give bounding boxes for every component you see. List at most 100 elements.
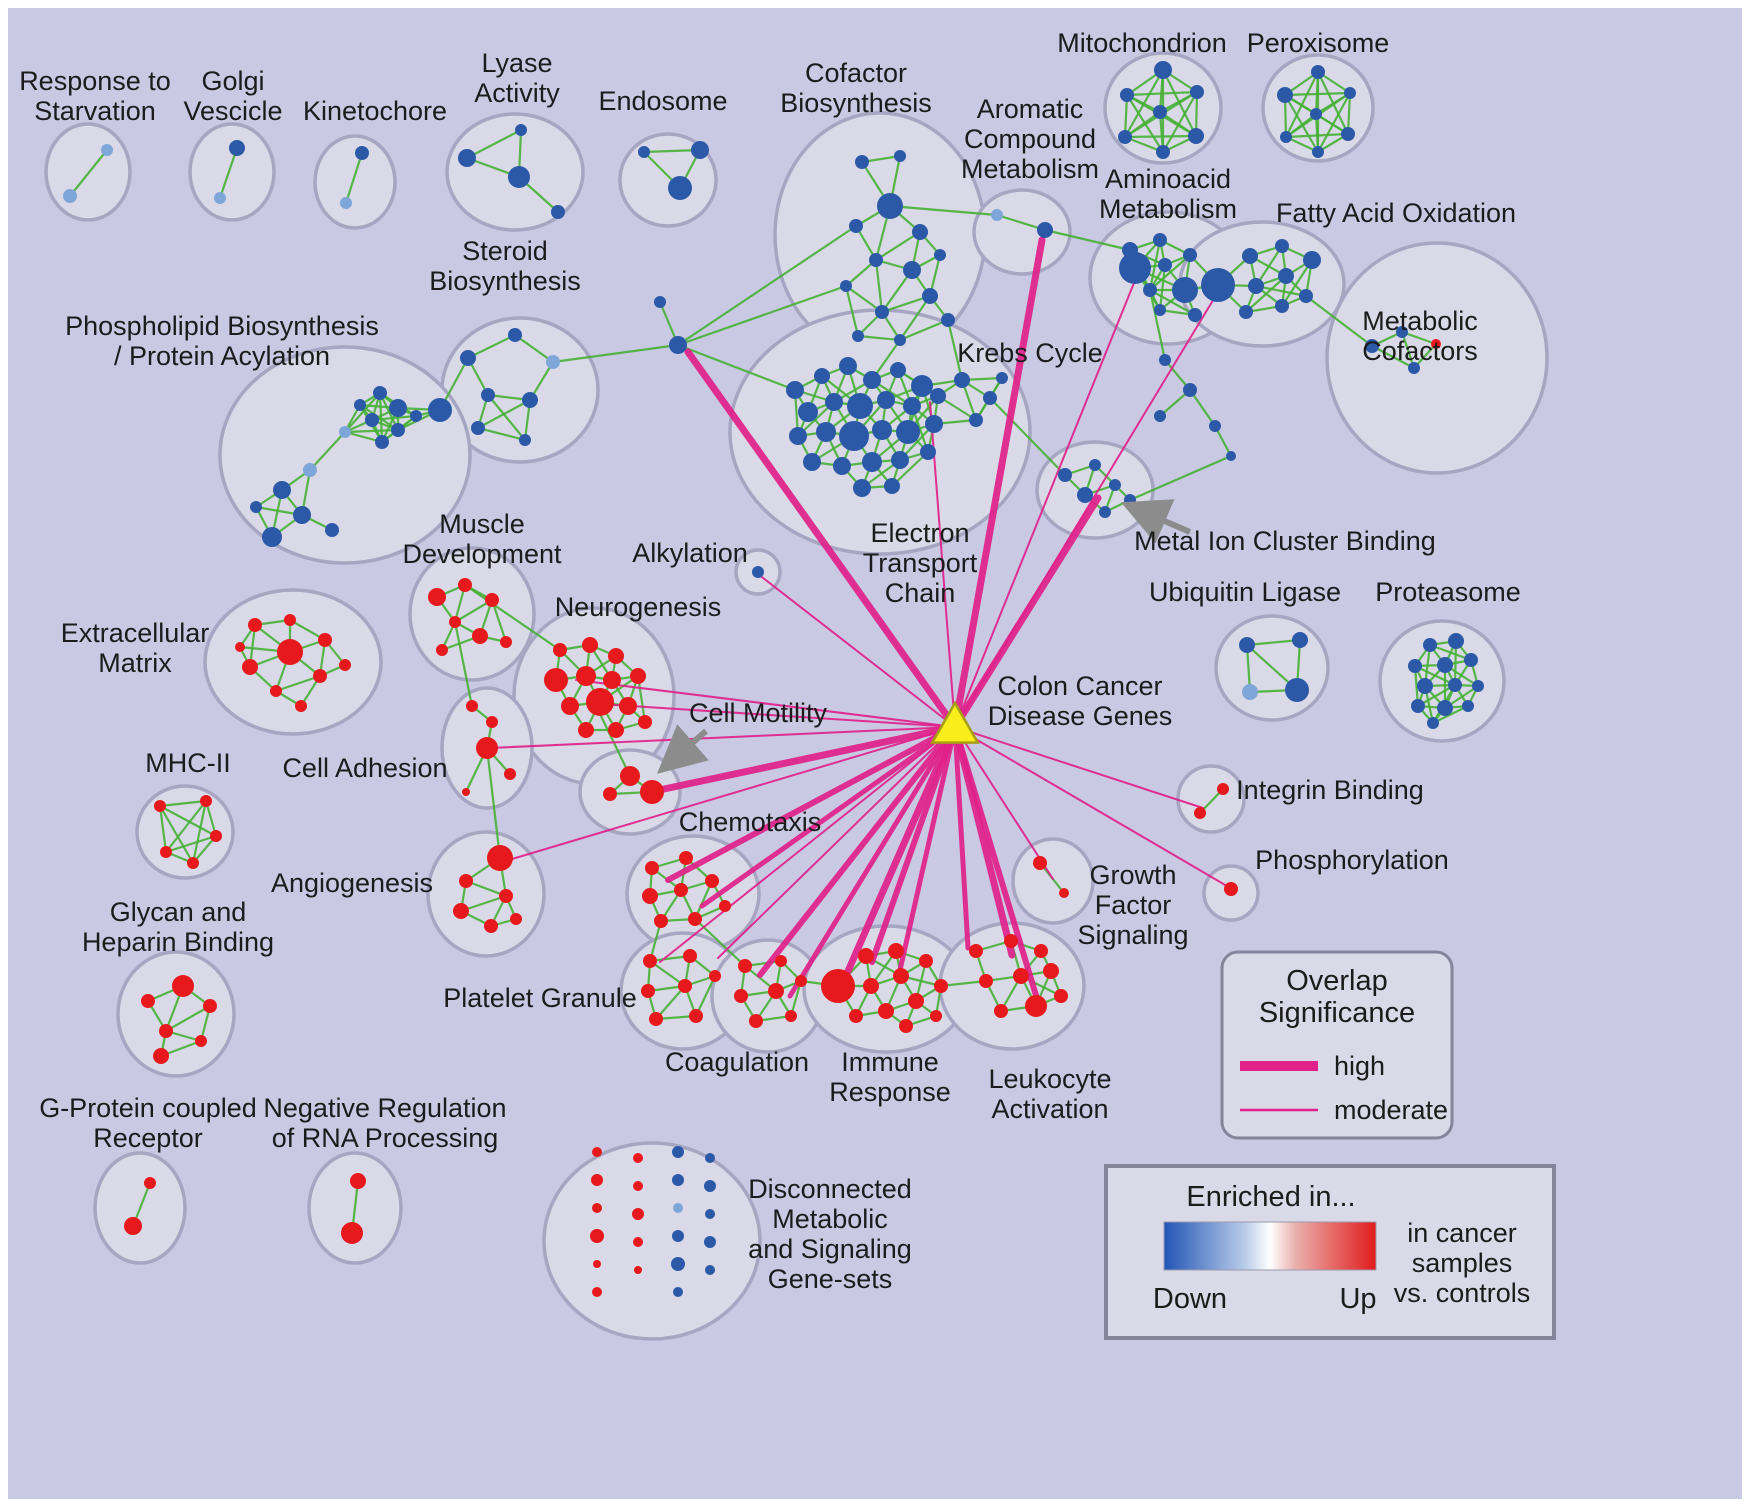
- gene-set-node: [144, 1177, 156, 1189]
- gene-set-node: [839, 357, 857, 375]
- gene-set-node: [1156, 145, 1170, 159]
- gene-set-node: [994, 1004, 1008, 1018]
- gene-set-node: [476, 737, 498, 759]
- overlap-edge-high: [951, 236, 1046, 731]
- cluster-label-leukocyte-activation: Leukocyte: [988, 1064, 1111, 1094]
- gene-set-node: [235, 642, 245, 652]
- gene-set-node: [1194, 807, 1206, 819]
- gene-set-node: [705, 874, 719, 888]
- overlap-edge-moderate: [659, 726, 956, 963]
- gene-set-node: [638, 146, 650, 158]
- gene-set-node: [203, 999, 217, 1013]
- gene-set-edge: [891, 451, 929, 487]
- gene-set-node: [1059, 888, 1069, 898]
- cluster-label-alkylation: Alkylation: [632, 538, 748, 568]
- cluster-label-growth-factor-signaling: Factor: [1095, 890, 1172, 920]
- gene-set-node: [1226, 451, 1236, 461]
- gene-set-node: [510, 913, 522, 925]
- gene-set-node: [1248, 278, 1264, 294]
- gene-set-node: [608, 722, 624, 738]
- gene-set-node: [1277, 87, 1293, 103]
- gene-set-node: [354, 399, 366, 411]
- gene-set-node: [979, 974, 993, 988]
- cluster-label-steroid-biosynthesis: Steroid: [462, 236, 548, 266]
- gene-set-node: [592, 1287, 602, 1297]
- gene-set-node: [1054, 989, 1068, 1003]
- cluster-label-disconnected-gene-sets: Gene-sets: [768, 1264, 893, 1294]
- gene-set-node: [576, 666, 596, 686]
- gene-set-node: [798, 402, 818, 422]
- gene-set-node: [673, 1287, 683, 1297]
- cluster-label-extracellular-matrix: Matrix: [98, 648, 172, 678]
- gene-set-node: [1004, 934, 1018, 948]
- gene-set-node: [786, 381, 804, 399]
- gene-set-edge: [1245, 275, 1287, 313]
- gene-set-node: [459, 874, 473, 888]
- gene-set-node: [340, 197, 352, 209]
- gene-set-node: [1118, 130, 1132, 144]
- gene-set-link-edge: [677, 343, 796, 392]
- gene-set-node: [487, 845, 513, 871]
- gene-set-node: [293, 506, 311, 524]
- gene-set-node: [912, 224, 928, 240]
- gene-set-node: [640, 780, 664, 804]
- gene-set-node: [852, 330, 864, 342]
- gene-set-node: [318, 633, 332, 647]
- cluster-label-cofactor-biosynthesis: Biosynthesis: [780, 88, 932, 118]
- gene-set-node: [903, 397, 921, 415]
- gene-set-node: [752, 566, 764, 578]
- cluster-label-muscle-development: Development: [402, 539, 562, 569]
- gene-set-edge: [487, 394, 526, 441]
- cluster-label-proteasome: Proteasome: [1375, 577, 1521, 607]
- gene-set-link-edge: [552, 343, 679, 364]
- gene-set-edge: [1432, 705, 1469, 724]
- gene-set-edge: [466, 129, 522, 159]
- gene-set-edge: [378, 392, 384, 443]
- gene-set-node: [1242, 684, 1258, 700]
- cluster-bubble-metabolic-cofactors: [1325, 241, 1549, 475]
- gene-set-node: [969, 944, 983, 958]
- gene-set-node: [816, 422, 836, 442]
- gene-set-node: [1431, 339, 1441, 349]
- gene-set-node: [632, 1208, 644, 1220]
- gene-set-node: [847, 393, 873, 419]
- gene-set-edge: [1123, 94, 1129, 138]
- gene-set-node: [903, 261, 921, 279]
- cluster-label-lyase-activity: Activity: [474, 78, 560, 108]
- gene-set-node: [1183, 248, 1197, 262]
- cluster-label-negative-regulation-rna: Negative Regulation: [263, 1093, 506, 1123]
- gene-set-node: [389, 399, 407, 417]
- overlap-edge-high: [841, 723, 959, 982]
- gene-set-edge: [165, 834, 217, 854]
- gene-set-node: [1190, 85, 1204, 99]
- gene-set-node: [1013, 968, 1029, 984]
- overlap-edge-high: [646, 723, 959, 796]
- gene-set-edge: [881, 294, 931, 314]
- gene-set-node: [472, 628, 488, 644]
- gene-set-node: [519, 434, 531, 446]
- gene-set-node: [899, 1019, 913, 1033]
- gene-set-edge: [165, 1005, 211, 1032]
- gene-set-edge: [1285, 132, 1349, 139]
- overlap-edge-high: [897, 724, 958, 973]
- gene-set-node: [485, 593, 499, 607]
- gene-set-node: [704, 1236, 716, 1248]
- gene-set-node: [391, 423, 405, 437]
- cluster-label-aromatic-compound-metabolism: Compound: [964, 124, 1096, 154]
- gene-set-node: [795, 975, 807, 987]
- cluster-label-immune-response: Response: [829, 1077, 951, 1107]
- gene-set-edge: [1417, 684, 1456, 707]
- gene-set-node: [633, 1237, 643, 1247]
- gene-set-node: [586, 688, 614, 716]
- cluster-label-platelet-granule: Platelet Granule: [443, 983, 637, 1013]
- gene-set-link-edge: [1305, 295, 1373, 347]
- gene-set-node: [878, 1003, 894, 1019]
- cluster-label-g-protein-coupled-receptor: G-Protein coupled: [39, 1093, 257, 1123]
- gene-set-node: [678, 979, 692, 993]
- cluster-label-cell-motility: Cell Motility: [689, 698, 828, 728]
- gene-set-node: [1109, 479, 1121, 491]
- gene-set-edge: [465, 879, 507, 898]
- gene-set-node: [1034, 944, 1048, 958]
- gene-set-node: [821, 969, 855, 1003]
